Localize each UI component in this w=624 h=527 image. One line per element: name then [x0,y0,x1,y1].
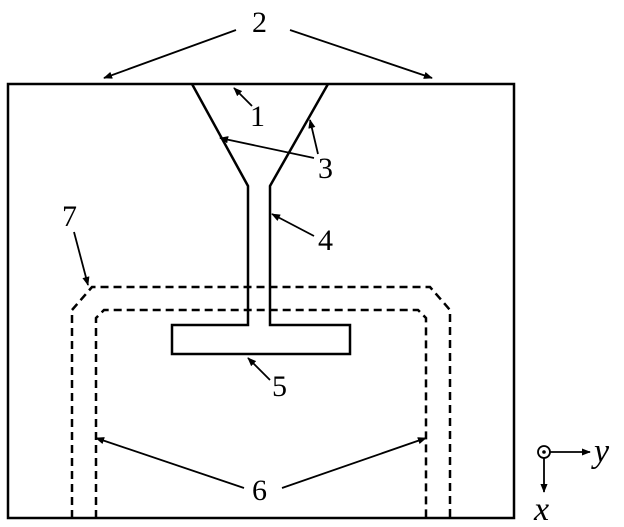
outer-body [8,84,514,518]
label-3: 3 [318,152,333,185]
label-1: 1 [250,100,265,133]
label-4: 4 [318,224,333,257]
leader-6-right [282,438,426,488]
leader-2-right [290,30,432,78]
label-7: 7 [62,200,77,233]
leader-4 [272,214,314,236]
label-5: 5 [272,370,287,403]
label-2: 2 [252,6,267,39]
leader-6-left [96,438,244,488]
y-axis-label: y [591,433,610,470]
z-axis-dot-icon [542,450,546,454]
leader-7 [74,232,88,285]
leader-3-left [220,138,314,158]
leader-2-left [104,30,236,78]
leader-3-right [310,120,318,154]
coordinate-axes: y x [533,433,610,527]
x-axis-label: x [533,491,549,527]
leader-5 [248,358,270,380]
label-6: 6 [252,474,267,507]
